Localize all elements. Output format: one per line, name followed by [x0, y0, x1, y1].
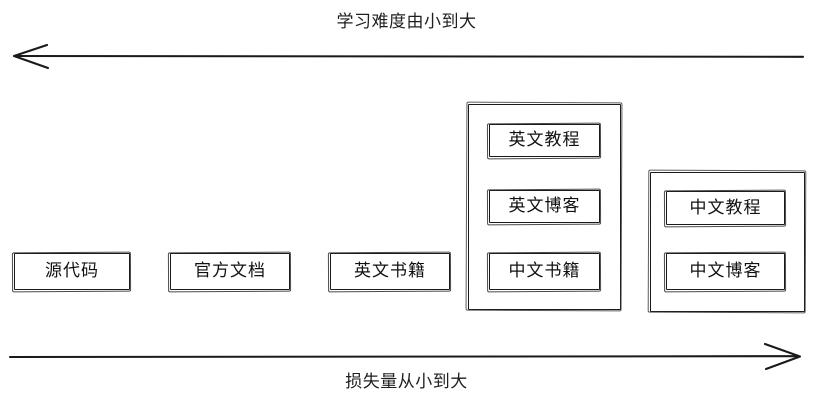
node-label: 源代码 [45, 261, 99, 281]
node-chinese-blog[interactable]: 中文博客 [666, 253, 785, 290]
loss-axis-label: 损失量从小到大 [345, 372, 468, 392]
difficulty-axis-label: 学习难度由小到大 [336, 12, 477, 32]
node-chinese-tutorial[interactable]: 中文教程 [666, 191, 785, 225]
node-label: 中文教程 [689, 197, 762, 218]
node-label: 英文博客 [508, 196, 581, 216]
node-english-tutorial[interactable]: 英文教程 [489, 124, 600, 157]
node-chinese-books[interactable]: 中文书籍 [489, 253, 600, 290]
node-label: 中文书籍 [508, 261, 581, 281]
node-english-books[interactable]: 英文书籍 [330, 253, 450, 290]
node-label: 英文书籍 [354, 261, 426, 281]
right-arrow-icon [8, 342, 802, 371]
node-english-blog[interactable]: 英文博客 [489, 190, 600, 223]
node-label: 中文博客 [689, 261, 762, 281]
node-label: 英文教程 [508, 130, 581, 150]
node-label: 官方文档 [194, 261, 266, 281]
node-source-code[interactable]: 源代码 [14, 253, 130, 290]
left-arrow-icon [12, 43, 805, 70]
node-official-docs[interactable]: 官方文档 [170, 253, 290, 290]
